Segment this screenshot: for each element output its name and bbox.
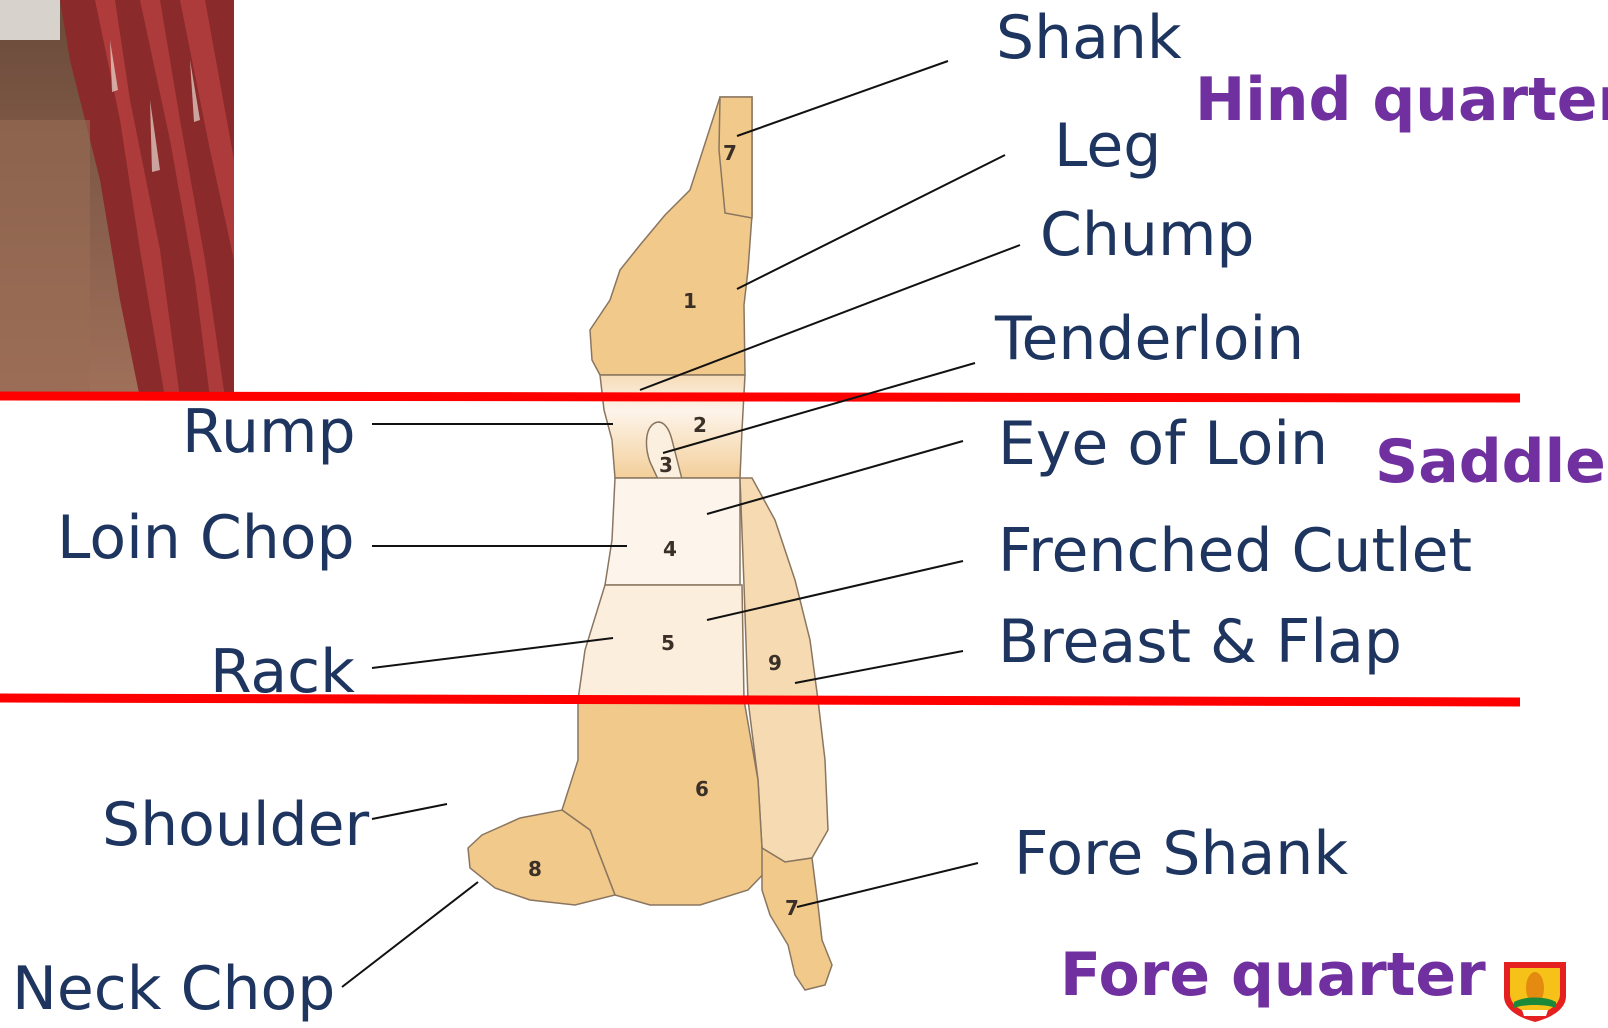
cut-number-fore-shank: 7 (785, 896, 799, 920)
leader-fore-shank (797, 863, 978, 907)
cut-number-tenderloin: 3 (659, 453, 673, 477)
label-frenched-cutlet: Frenched Cutlet (998, 521, 1472, 581)
label-breast-flap: Breast & Flap (998, 612, 1402, 672)
cut-number-loin: 4 (663, 537, 677, 561)
cut-number-breast: 9 (768, 651, 782, 675)
leader-neck-chop (342, 882, 478, 987)
label-tenderloin: Tenderloin (995, 309, 1304, 369)
label-shank: Shank (996, 8, 1182, 68)
label-leg: Leg (1054, 116, 1161, 176)
label-chump: Chump (1040, 205, 1254, 265)
label-rack: Rack (210, 642, 355, 702)
cut-loin (605, 478, 740, 585)
leader-leg (737, 155, 1005, 289)
label-shoulder: Shoulder (102, 795, 369, 855)
cut-number-chump: 2 (693, 413, 707, 437)
cut-number-shank-hind: 7 (723, 141, 737, 165)
label-fore-shank: Fore Shank (1014, 824, 1348, 884)
label-rump: Rump (182, 402, 356, 462)
cut-number-rack: 5 (661, 631, 675, 655)
cut-number-neck: 8 (528, 857, 542, 881)
leader-shoulder (372, 804, 447, 819)
leader-shank (737, 61, 948, 136)
label-eye-of-loin: Eye of Loin (998, 414, 1328, 474)
label-neck-chop: Neck Chop (12, 959, 335, 1019)
leader-rack (372, 638, 613, 668)
crest-logo (1500, 958, 1570, 1024)
label-loin-chop: Loin Chop (57, 508, 355, 568)
cut-number-shoulder: 6 (695, 777, 709, 801)
section-saddle: Saddle (1375, 432, 1606, 492)
section-fore-quarter: Fore quarter (1060, 945, 1486, 1005)
section-hind-quarter: Hind quarter (1195, 70, 1608, 130)
leader-breast-flap (795, 651, 963, 683)
cut-number-leg: 1 (683, 289, 697, 313)
